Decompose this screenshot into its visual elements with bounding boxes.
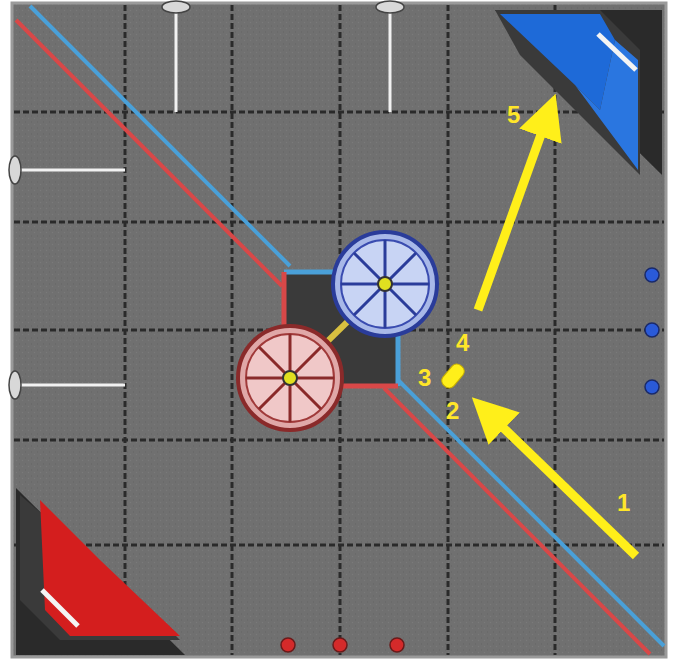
diagonal-lines [16,6,664,654]
callout-number: 3 [418,366,431,390]
robot-route [439,115,636,556]
tile-grid [14,5,664,655]
callout-number: 5 [507,103,520,127]
blue-goal [495,10,662,175]
white-tape [9,1,404,399]
callout-number: 4 [456,331,469,355]
callout-number: 1 [617,491,630,515]
game-balls [281,268,659,652]
callout-number: 2 [446,399,459,423]
field-floor [12,3,666,657]
blue-wheel [333,232,437,336]
red-wheel [238,326,342,430]
red-goal [16,488,185,655]
